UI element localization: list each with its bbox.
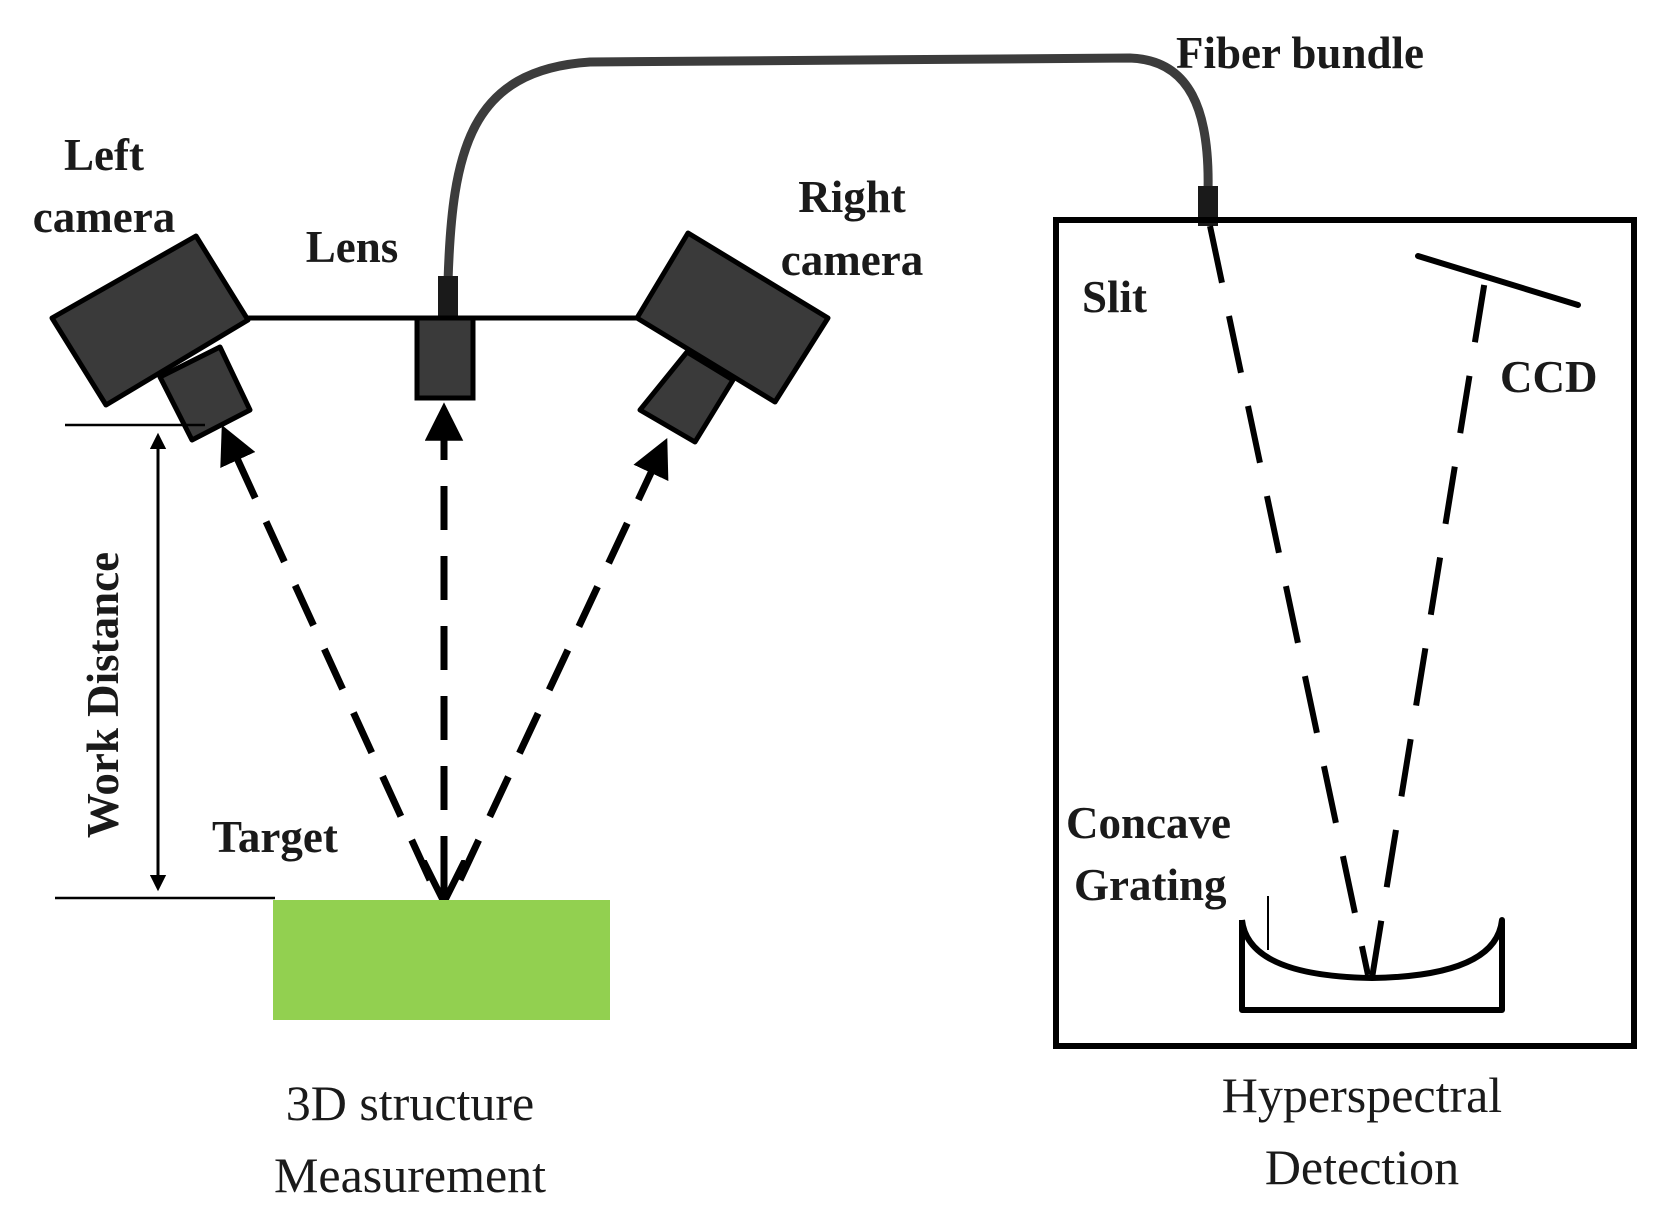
label-left-camera-2: camera [33, 192, 175, 242]
center-lens [414, 315, 476, 401]
label-fiber-bundle: Fiber bundle [1176, 28, 1424, 78]
right-camera [634, 230, 831, 445]
label-left-camera-1: Left [64, 130, 144, 180]
left-camera-lens [157, 344, 253, 443]
left-camera [49, 233, 253, 443]
fiber-bundle-cable [443, 53, 1213, 287]
target-block [273, 900, 610, 1020]
label-right-camera-1: Right [798, 172, 906, 222]
ray-to-right-camera [456, 438, 669, 882]
caption-hyperspectral: Hyperspectral [1222, 1067, 1502, 1123]
hyperspectral-enclosure [1053, 217, 1637, 1049]
label-lens: Lens [306, 222, 399, 272]
concave-grating-mirror [1239, 917, 1505, 1013]
fiber-connector-lens [438, 276, 458, 318]
ray-slit-to-grating [1207, 225, 1371, 976]
label-right-camera-2: camera [781, 235, 923, 285]
label-slit: Slit [1082, 272, 1147, 322]
label-target: Target [212, 812, 338, 862]
label-ccd: CCD [1500, 352, 1598, 402]
concave-grating [1239, 896, 1505, 1013]
label-work-distance: Work Distance [78, 552, 128, 838]
caption-detection: Detection [1265, 1139, 1459, 1195]
ray-grating-to-ccd [1369, 279, 1488, 979]
caption-measurement: Measurement [274, 1147, 546, 1203]
right-camera-body [634, 230, 831, 405]
label-grating: Grating [1074, 860, 1227, 910]
ccd-sensor [1415, 253, 1581, 308]
left-camera-body [49, 233, 251, 408]
ray-to-left-camera [220, 424, 434, 882]
caption-3d-structure: 3D structure [286, 1075, 535, 1131]
right-camera-lens [637, 349, 736, 445]
fiber-connector-slit [1198, 186, 1218, 226]
label-concave: Concave [1066, 798, 1231, 848]
